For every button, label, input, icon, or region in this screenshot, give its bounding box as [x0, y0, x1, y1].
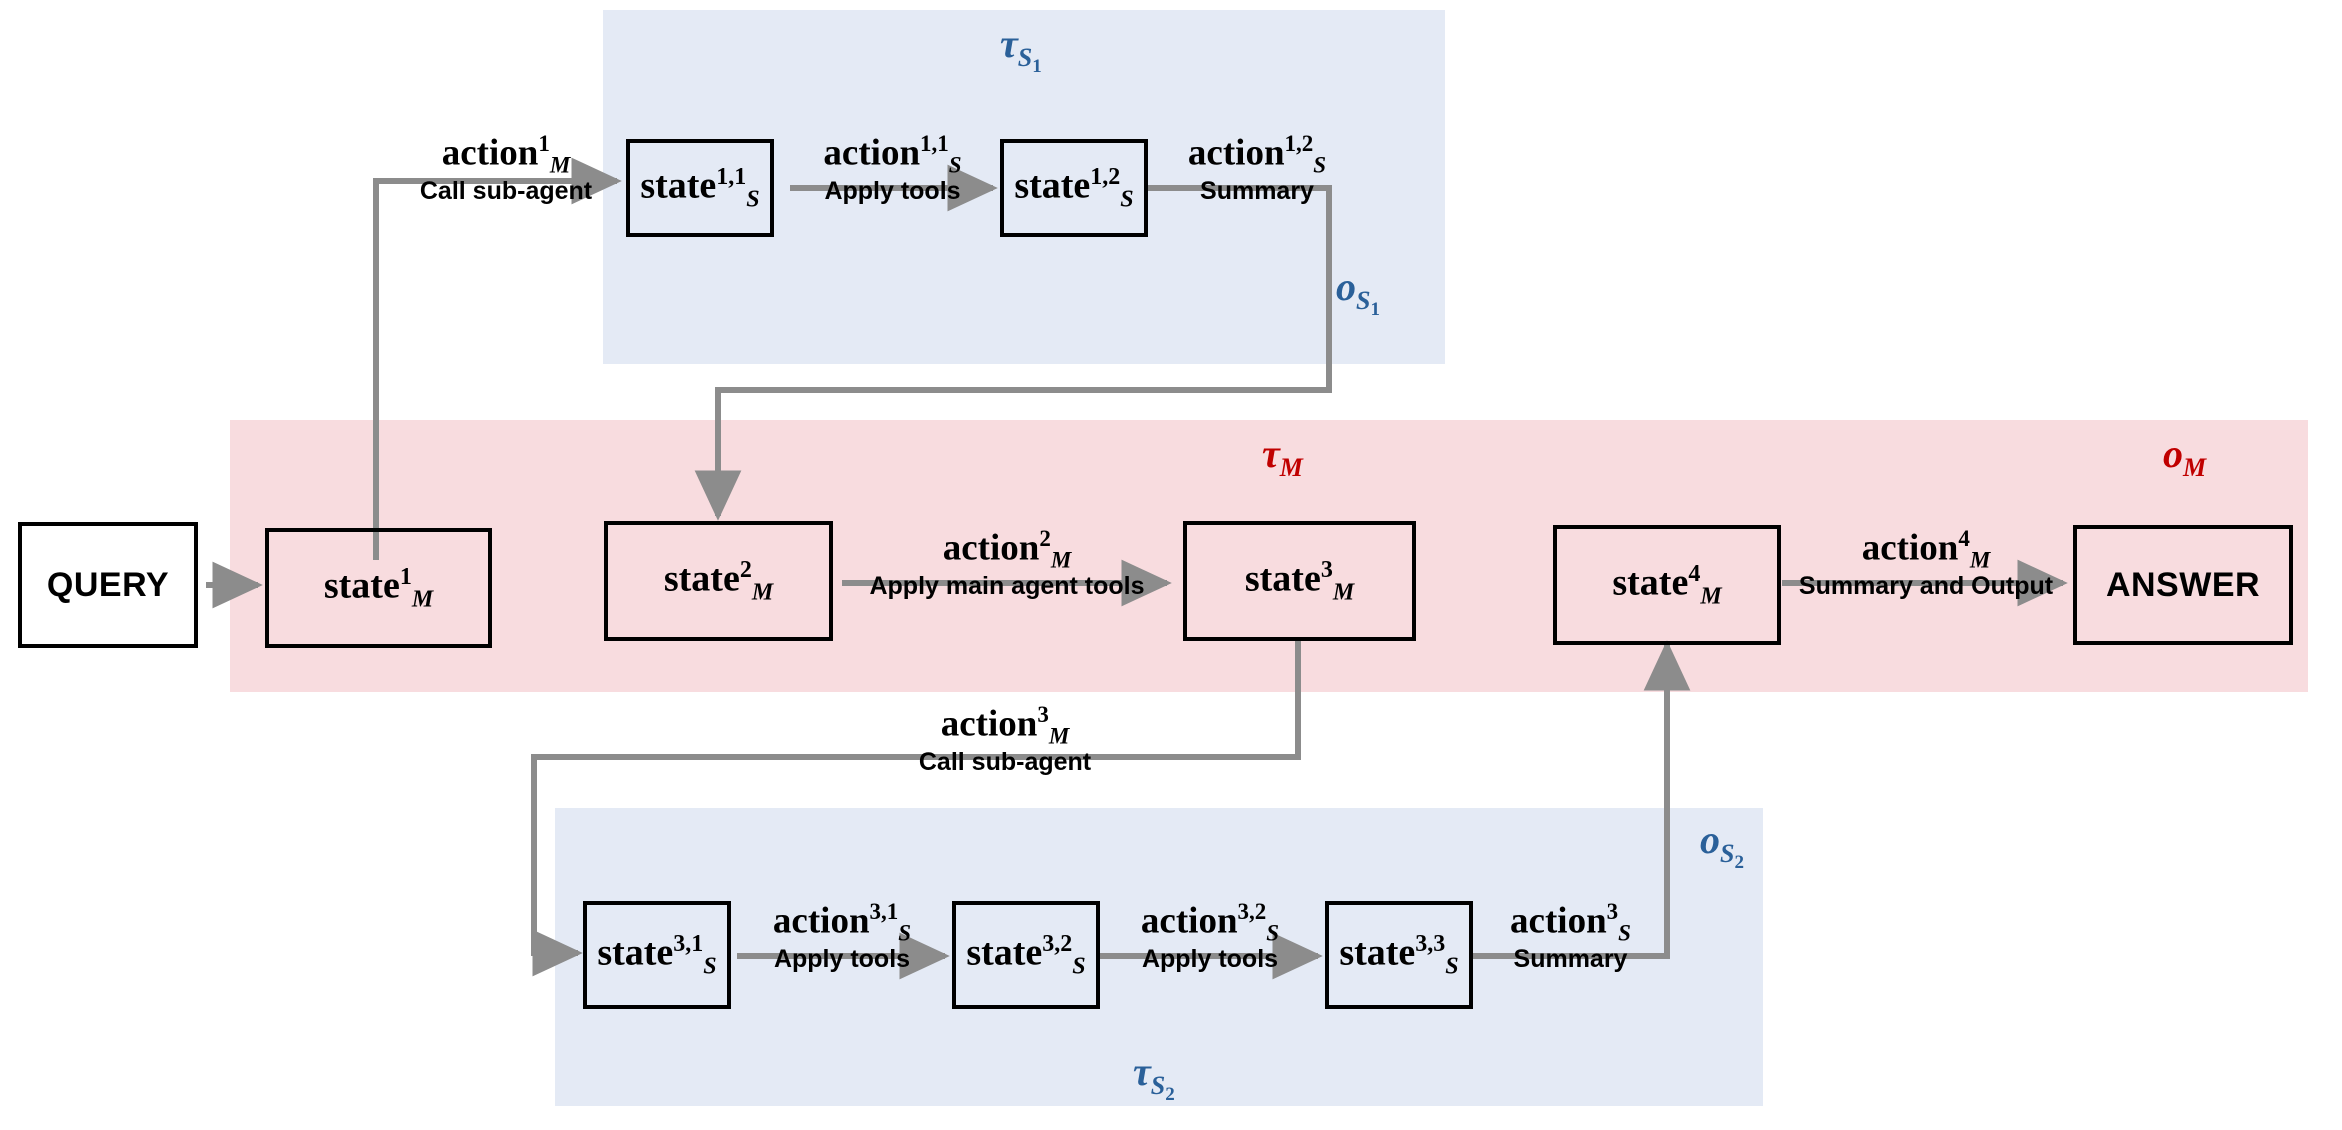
edge-label-action-m3: action3M Call sub-agent — [918, 702, 1092, 777]
state-s31-label: state3,1S — [597, 930, 717, 980]
state-m1-box[interactable]: state1M — [265, 528, 492, 648]
edge-label-action-s32: action3,2S Apply tools — [1140, 899, 1280, 974]
edge-label-action-m1: action1M Call sub-agent — [419, 131, 593, 206]
query-label: QUERY — [46, 566, 170, 604]
state-s32-box[interactable]: state3,2S — [952, 901, 1100, 1009]
answer-label: ANSWER — [2105, 566, 2261, 604]
state-m1-label: state1M — [323, 563, 434, 613]
edge-label-action-m4: action4M Summary and Output — [1798, 526, 2054, 601]
state-s32-label: state3,2S — [966, 930, 1086, 980]
answer-box[interactable]: ANSWER — [2073, 525, 2293, 645]
state-m2-label: state2M — [663, 556, 774, 606]
edge-label-action-s3: action3S Summary — [1510, 899, 1631, 974]
state-s11-label: state1,1S — [640, 163, 760, 213]
state-m4-box[interactable]: state4M — [1553, 525, 1781, 645]
state-s11-box[interactable]: state1,1S — [626, 139, 774, 237]
state-s12-box[interactable]: state1,2S — [1000, 139, 1148, 237]
state-m4-label: state4M — [1612, 560, 1722, 610]
edge-label-action-m2: action2M Apply main agent tools — [869, 526, 1145, 601]
state-m3-box[interactable]: state3M — [1183, 521, 1416, 641]
state-s33-label: state3,3S — [1339, 930, 1459, 980]
edge-label-action-s12: action1,2S Summary — [1187, 131, 1327, 206]
tau-s1-annotation: τS1 — [1000, 21, 1042, 78]
tau-s2-annotation: τS2 — [1133, 1049, 1175, 1106]
edge-label-action-s31: action3,1S Apply tools — [772, 899, 912, 974]
o-m-annotation: oM — [2163, 431, 2207, 482]
state-m3-label: state3M — [1244, 556, 1355, 606]
edge-label-action-s11: action1,1S Apply tools — [823, 131, 962, 206]
state-m2-box[interactable]: state2M — [604, 521, 833, 641]
state-s12-label: state1,2S — [1014, 163, 1134, 213]
o-s1-annotation: oS1 — [1336, 264, 1380, 321]
o-s2-annotation: oS2 — [1700, 817, 1744, 874]
query-box[interactable]: QUERY — [18, 522, 198, 648]
tau-m-annotation: τM — [1262, 431, 1303, 482]
state-s33-box[interactable]: state3,3S — [1325, 901, 1473, 1009]
state-s31-box[interactable]: state3,1S — [583, 901, 731, 1009]
